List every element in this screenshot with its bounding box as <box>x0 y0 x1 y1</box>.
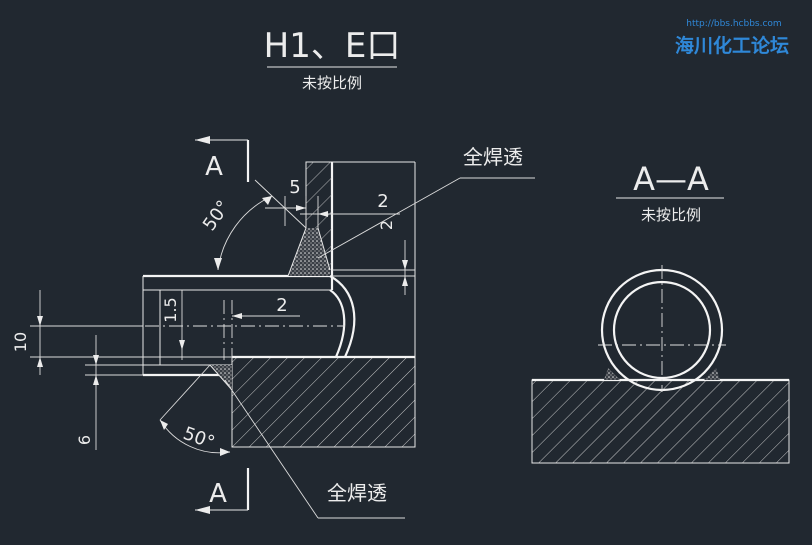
watermark: http://bbs.hcbbs.com 海川化工论坛 <box>675 19 789 57</box>
weld-label-top: 全焊透 <box>463 145 523 169</box>
watermark-name: 海川化工论坛 <box>675 34 789 57</box>
dim-2-side-label: 2 <box>377 220 396 230</box>
title-block: H1、E口 未按比例 <box>264 26 401 92</box>
weld-top <box>288 228 330 276</box>
section-mark-bottom: A <box>195 468 250 514</box>
aa-base-plate <box>532 380 789 463</box>
dim-2-side: 2 <box>332 220 415 295</box>
dim-6: 6 <box>75 335 143 450</box>
section-label-a-top: A <box>205 152 223 182</box>
section-mark-top: A <box>195 136 250 182</box>
angle-dimension-bottom: 50° <box>159 364 231 456</box>
pipe-curve-outer <box>329 275 356 358</box>
title-note: 未按比例 <box>302 74 362 92</box>
section-label-a-bottom: A <box>209 479 227 509</box>
dim-2-top-label: 2 <box>377 191 388 212</box>
aa-weld-right <box>704 368 720 380</box>
leader-weld-top: 全焊透 <box>317 145 535 259</box>
dim-10: 10 <box>11 290 232 375</box>
watermark-url: http://bbs.hcbbs.com <box>686 19 781 29</box>
aa-pipe-inner <box>612 280 712 380</box>
main-view: A A 50° 50° <box>11 136 535 519</box>
dim-6-label: 6 <box>75 435 94 445</box>
dim-10-label: 10 <box>11 332 30 352</box>
angle-label-top: 50° <box>199 197 235 235</box>
angle-label-bottom: 50° <box>180 423 217 454</box>
dim-5-label: 5 <box>289 177 300 198</box>
leader-weld-bottom: 全焊透 <box>224 379 405 519</box>
section-title-text: A—A <box>633 160 709 198</box>
title-text: H1、E口 <box>264 26 401 66</box>
dim-1-5: 1.5 <box>161 290 185 360</box>
weld-bottom-outline <box>209 364 233 391</box>
aa-weld-left <box>604 368 620 380</box>
section-title-note: 未按比例 <box>641 206 701 224</box>
dim-1-5-label: 1.5 <box>161 297 180 322</box>
dim-5: 5 <box>265 177 307 228</box>
base-plate <box>232 357 415 447</box>
weld-label-bottom: 全焊透 <box>327 481 387 505</box>
section-title-block: A—A 未按比例 <box>616 160 724 224</box>
dim-2-mid-label: 2 <box>276 295 287 316</box>
dim-2-top: 2 <box>300 191 400 228</box>
weld-top-outline <box>287 227 331 277</box>
pipe-curve-inner <box>329 289 346 358</box>
section-aa-view <box>531 265 790 464</box>
dim-2-mid: 2 <box>232 295 300 319</box>
